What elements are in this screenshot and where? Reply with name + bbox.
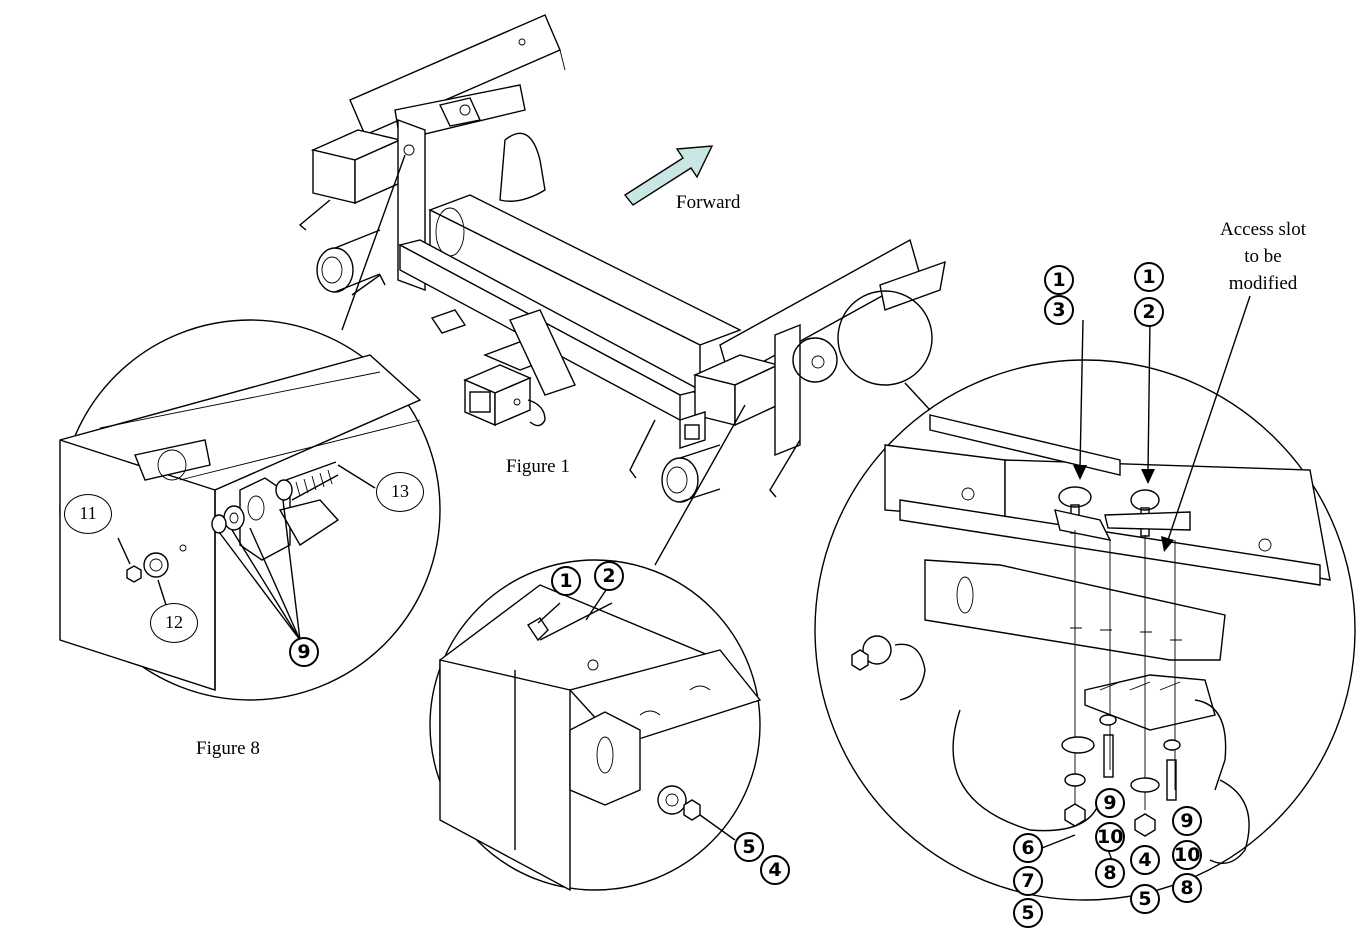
callout-5-right-a: 5 <box>1013 898 1043 928</box>
middle-detail-circle <box>429 559 762 892</box>
detail-circle-small-left <box>792 337 838 383</box>
callout-10-right-a: 10 <box>1095 822 1125 852</box>
forward-label: Forward <box>676 192 741 213</box>
callout-1-right-b: 1 <box>1134 262 1164 292</box>
callout-11: 11 <box>64 494 112 534</box>
callout-1-right-a: 1 <box>1044 265 1074 295</box>
callout-6-right: 6 <box>1013 833 1043 863</box>
figure-1-caption: Figure 1 <box>506 456 570 477</box>
callout-2-middle: 2 <box>594 561 624 591</box>
callout-1-middle: 1 <box>551 566 581 596</box>
access-slot-line-3: modified <box>1228 273 1298 294</box>
forward-arrow-icon <box>623 145 714 206</box>
figure8-detail-circle <box>59 319 441 701</box>
callout-8-right-a: 8 <box>1095 858 1125 888</box>
leader-line-left <box>341 154 406 331</box>
access-slot-label: Access slot to be modified <box>1200 216 1326 297</box>
right-detail-circle <box>814 295 1356 901</box>
callout-5-right-b: 5 <box>1130 884 1160 914</box>
callout-9-right-b: 9 <box>1172 806 1202 836</box>
callout-4-middle: 4 <box>760 855 790 885</box>
callout-12: 12 <box>150 603 198 643</box>
access-slot-line-2: to be <box>1244 246 1282 267</box>
callout-4-right: 4 <box>1130 845 1160 875</box>
callout-3-right: 3 <box>1044 295 1074 325</box>
detail-circle-small-right <box>837 290 933 386</box>
leader-line-right <box>904 382 931 411</box>
callout-13: 13 <box>376 472 424 512</box>
leader-line-middle <box>654 404 746 566</box>
figure-8-caption: Figure 8 <box>196 738 260 759</box>
callout-7-right: 7 <box>1013 866 1043 896</box>
hitch-assembly-drawing <box>298 14 946 503</box>
access-slot-line-1: Access slot <box>1219 219 1306 240</box>
callout-5-middle: 5 <box>734 832 764 862</box>
callout-8-right-b: 8 <box>1172 873 1202 903</box>
callout-10-right-b: 10 <box>1172 840 1202 870</box>
callout-9-left: 9 <box>289 637 319 667</box>
callout-2-right: 2 <box>1134 297 1164 327</box>
callout-9-right-a: 9 <box>1095 788 1125 818</box>
